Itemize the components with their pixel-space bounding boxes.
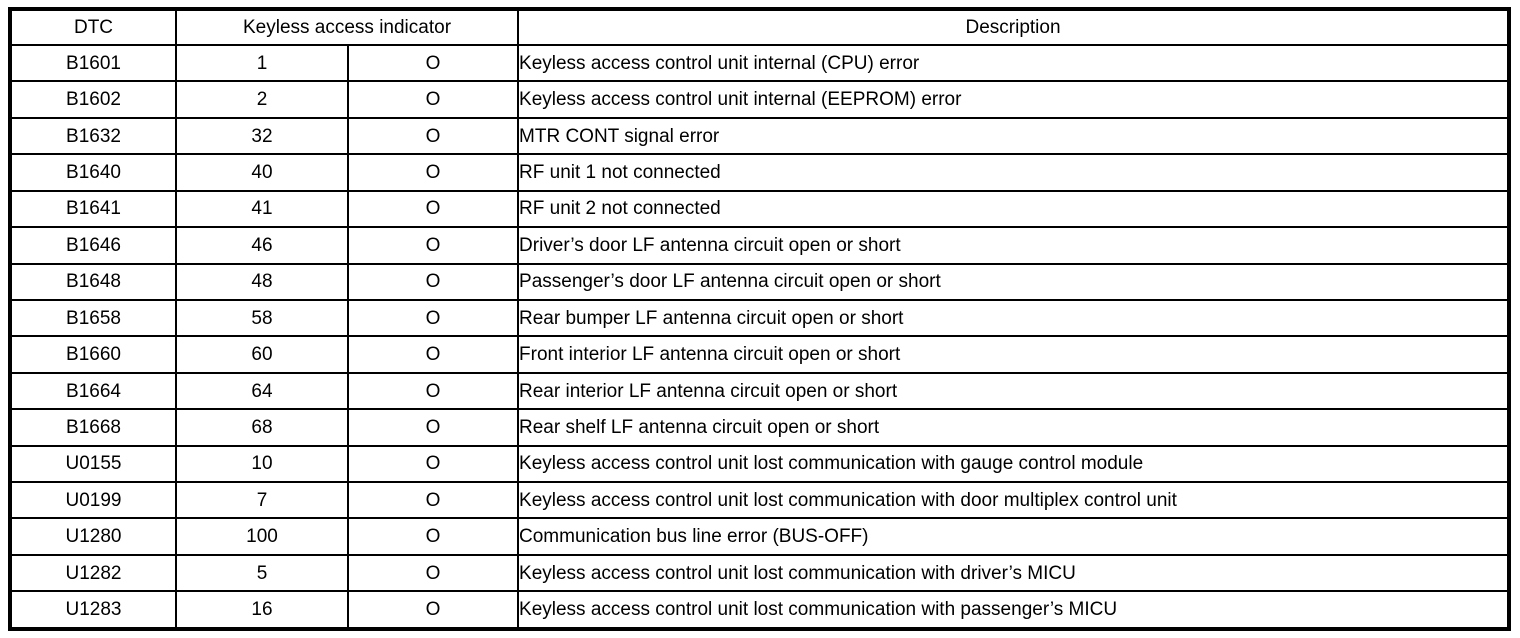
col-header-description: Description [517, 8, 1510, 46]
description-cell: Rear shelf LF antenna circuit open or sh… [517, 408, 1510, 447]
indicator-symbol-cell: O [346, 80, 520, 119]
indicator-number-cell: 1 [175, 43, 349, 83]
description-cell: Keyless access control unit internal (EE… [517, 80, 1510, 119]
indicator-number-cell: 58 [175, 298, 349, 338]
indicator-symbol-cell: O [346, 226, 520, 265]
description-cell: MTR CONT signal error [517, 116, 1510, 156]
dtc-cell: B1602 [9, 80, 177, 119]
indicator-symbol-cell: O [346, 262, 520, 301]
dtc-cell: B1660 [9, 335, 177, 374]
dtc-cell: B1641 [9, 189, 177, 229]
description-cell: Keyless access control unit lost communi… [517, 590, 1510, 630]
dtc-cell: U1280 [9, 517, 177, 556]
dtc-cell: U1283 [9, 590, 177, 630]
indicator-number-cell: 68 [175, 408, 349, 447]
dtc-cell: B1640 [9, 153, 177, 192]
dtc-cell: B1668 [9, 408, 177, 447]
indicator-number-cell: 7 [175, 481, 349, 520]
col-header-keyless-access-indicator: Keyless access indicator [174, 8, 520, 46]
description-cell: Keyless access control unit internal (CP… [517, 43, 1510, 83]
dtc-cell: U1282 [9, 553, 177, 593]
description-cell: Rear bumper LF antenna circuit open or s… [517, 298, 1510, 338]
indicator-symbol-cell: O [346, 298, 520, 338]
indicator-number-cell: 60 [175, 335, 349, 374]
dtc-cell: B1648 [9, 262, 177, 301]
dtc-cell: B1632 [9, 116, 177, 156]
dtc-cell: U0155 [9, 444, 177, 484]
indicator-symbol-cell: O [346, 553, 520, 593]
description-cell: RF unit 2 not connected [517, 189, 1510, 229]
description-cell: Driver’s door LF antenna circuit open or… [517, 226, 1510, 265]
indicator-symbol-cell: O [346, 408, 520, 447]
dtc-cell: B1646 [9, 226, 177, 265]
description-cell: Keyless access control unit lost communi… [517, 553, 1510, 593]
dtc-table: DTC Keyless access indicator Description… [8, 7, 1511, 631]
indicator-symbol-cell: O [346, 189, 520, 229]
description-cell: Passenger’s door LF antenna circuit open… [517, 262, 1510, 301]
col-header-dtc: DTC [9, 8, 177, 46]
indicator-number-cell: 100 [175, 517, 349, 556]
indicator-symbol-cell: O [346, 590, 520, 630]
indicator-number-cell: 2 [175, 80, 349, 119]
dtc-cell: B1664 [9, 371, 177, 411]
indicator-number-cell: 40 [175, 153, 349, 192]
indicator-number-cell: 5 [175, 553, 349, 593]
indicator-number-cell: 16 [175, 590, 349, 630]
table-header-row: DTC Keyless access indicator Description [9, 8, 1510, 46]
indicator-symbol-cell: O [346, 481, 520, 520]
indicator-symbol-cell: O [346, 116, 520, 156]
dtc-cell: B1601 [9, 43, 177, 83]
description-cell: Rear interior LF antenna circuit open or… [517, 371, 1510, 411]
description-cell: RF unit 1 not connected [517, 153, 1510, 192]
indicator-number-cell: 32 [175, 116, 349, 156]
description-cell: Front interior LF antenna circuit open o… [517, 335, 1510, 374]
description-cell: Keyless access control unit lost communi… [517, 481, 1510, 520]
dtc-cell: U0199 [9, 481, 177, 520]
indicator-number-cell: 64 [175, 371, 349, 411]
description-cell: Communication bus line error (BUS-OFF) [517, 517, 1510, 556]
indicator-number-cell: 41 [175, 189, 349, 229]
indicator-symbol-cell: O [346, 444, 520, 484]
indicator-symbol-cell: O [346, 43, 520, 83]
indicator-symbol-cell: O [346, 371, 520, 411]
indicator-number-cell: 10 [175, 444, 349, 484]
indicator-symbol-cell: O [346, 517, 520, 556]
indicator-symbol-cell: O [346, 335, 520, 374]
description-cell: Keyless access control unit lost communi… [517, 444, 1510, 484]
indicator-number-cell: 46 [175, 226, 349, 265]
indicator-number-cell: 48 [175, 262, 349, 301]
indicator-symbol-cell: O [346, 153, 520, 192]
dtc-cell: B1658 [9, 298, 177, 338]
